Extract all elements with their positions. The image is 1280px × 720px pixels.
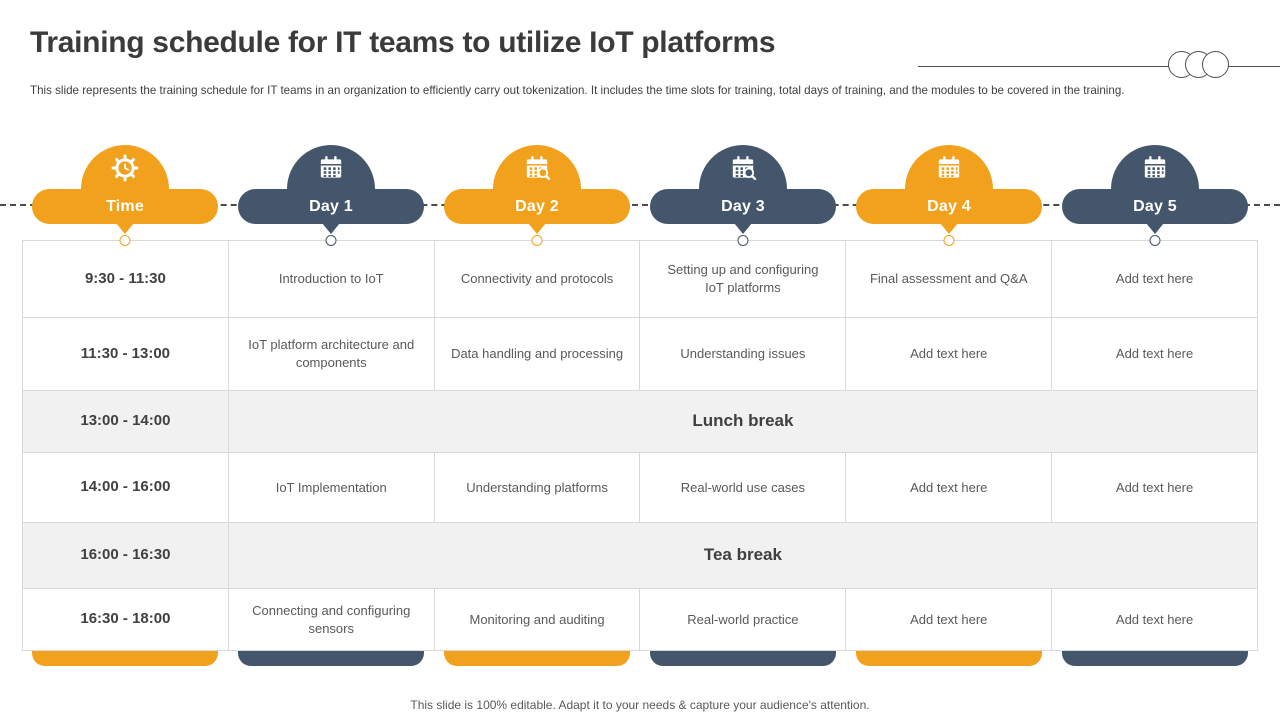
time-slot: 16:30 - 18:00 (23, 589, 229, 651)
schedule-cell: IoT Implementation (228, 453, 435, 523)
pill-pointer (322, 223, 340, 234)
pill-pointer (1146, 223, 1164, 234)
placeholder-cell[interactable]: Add text here (1052, 318, 1258, 391)
header-dome (81, 145, 169, 192)
gear-clock-icon (111, 154, 139, 182)
column-headers: Time (22, 145, 1258, 248)
header-day4: Day 4 (846, 145, 1052, 248)
header-dome (287, 145, 375, 192)
schedule-cell: Data handling and processing (434, 318, 641, 391)
header-day1: Day 1 (228, 145, 434, 248)
calendar-magnifier-icon (526, 156, 551, 181)
time-slot: 16:00 - 16:30 (23, 523, 229, 589)
bar-day5 (1052, 651, 1258, 666)
break-row-tea: Tea break (228, 523, 1258, 589)
placeholder-cell[interactable]: Add text here (1052, 453, 1258, 523)
editable-note: This slide is 100% editable. Adapt it to… (410, 698, 870, 712)
schedule-cell: Introduction to IoT (228, 241, 435, 318)
schedule-cell: Final assessment and Q&A (846, 241, 1053, 318)
schedule-cell: Connectivity and protocols (434, 241, 641, 318)
schedule-table: 9:30 - 11:30 Introduction to IoT Connect… (22, 240, 1258, 651)
column-pill-day2: Day 2 (444, 189, 630, 224)
column-pill-day4: Day 4 (856, 189, 1042, 224)
placeholder-cell[interactable]: Add text here (846, 453, 1053, 523)
schedule-cell: Real-world practice (640, 589, 847, 651)
header-dome (905, 145, 993, 192)
header-day2: Day 2 (434, 145, 640, 248)
connector-dot (737, 235, 749, 246)
connector-dot (531, 235, 543, 246)
bar-day4 (846, 651, 1052, 666)
schedule-cell: IoT platform architecture and components (228, 318, 435, 391)
calendar-icon (938, 156, 960, 178)
bar-day1 (228, 651, 434, 666)
column-pill-day1: Day 1 (238, 189, 424, 224)
pill-pointer (528, 223, 546, 234)
logo-rings-icon (1168, 51, 1229, 78)
pill-pointer (940, 223, 958, 234)
time-slot: 11:30 - 13:00 (23, 318, 229, 391)
header-dome (1111, 145, 1199, 192)
column-pill-day3: Day 3 (650, 189, 836, 224)
pill-pointer (116, 223, 134, 234)
break-row-lunch: Lunch break (228, 391, 1258, 453)
header-dome (493, 145, 581, 192)
title-underline (918, 66, 1280, 67)
placeholder-cell[interactable]: Add text here (846, 318, 1053, 391)
calendar-icon (320, 156, 342, 178)
time-slot: 13:00 - 14:00 (23, 391, 229, 453)
schedule-cell: Understanding platforms (434, 453, 641, 523)
connector-dot (325, 235, 337, 246)
column-pill-day5: Day 5 (1062, 189, 1248, 224)
time-slot: 9:30 - 11:30 (23, 241, 229, 318)
placeholder-cell[interactable]: Add text here (846, 589, 1053, 651)
bar-day3 (640, 651, 846, 666)
connector-dot (943, 235, 955, 246)
time-slot: 14:00 - 16:00 (23, 453, 229, 523)
page-title: Training schedule for IT teams to utiliz… (30, 26, 776, 59)
bar-time (22, 651, 228, 666)
connector-dot (119, 235, 131, 246)
header-day3: Day 3 (640, 145, 846, 248)
schedule-cell: Connecting and configuring sensors (228, 589, 435, 651)
calendar-magnifier-icon (732, 156, 757, 181)
schedule-cell: Setting up and configuring IoT platforms (640, 241, 847, 318)
connector-dot (1149, 235, 1161, 246)
timeline-dashed-line (0, 204, 1280, 206)
column-pill-time: Time (32, 189, 218, 224)
schedule-cell: Monitoring and auditing (434, 589, 641, 651)
schedule-cell: Real-world use cases (640, 453, 847, 523)
calendar-icon (1144, 156, 1166, 178)
slide-subtitle: This slide represents the training sched… (30, 84, 1125, 97)
placeholder-cell[interactable]: Add text here (1052, 241, 1258, 318)
header-time: Time (22, 145, 228, 248)
placeholder-cell[interactable]: Add text here (1052, 589, 1258, 651)
schedule-cell: Understanding issues (640, 318, 847, 391)
bar-day2 (434, 651, 640, 666)
column-footer-bars (22, 651, 1258, 666)
pill-pointer (734, 223, 752, 234)
header-dome (699, 145, 787, 192)
header-day5: Day 5 (1052, 145, 1258, 248)
